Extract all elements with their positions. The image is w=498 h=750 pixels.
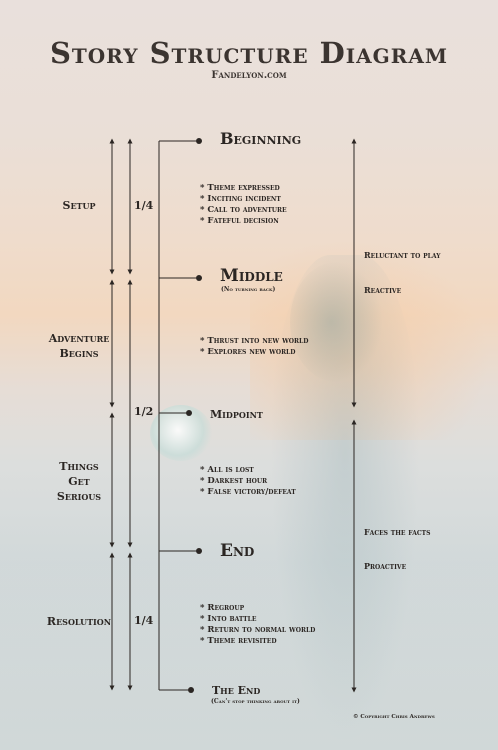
the-end-note: (Can't stop thinking about it) [211, 698, 300, 705]
beginning-list: Theme expressed Inciting incident Call t… [200, 183, 287, 227]
middle-dot [196, 275, 202, 281]
quarter-first: 1/4 [134, 199, 154, 212]
stage-the-end: The End [212, 684, 261, 697]
label-faces-the-facts: Faces the facts [364, 527, 431, 537]
beginning-dot [196, 138, 202, 144]
section-adventure-begins: Adventure Begins [48, 332, 110, 360]
glowing-orb [150, 405, 212, 461]
stage-middle: Middle [220, 266, 283, 286]
label-reluctant-to-play: Reluctant to play [364, 250, 441, 260]
list-item: Regroup [200, 603, 315, 614]
quarter-half: 1/2 [134, 405, 154, 418]
the-end-dot [188, 687, 194, 693]
page-subtitle: Fandelyon.com [211, 70, 287, 81]
quarter-last: 1/4 [134, 614, 154, 627]
section-setup: Setup [62, 199, 96, 212]
list-item: Inciting incident [200, 194, 287, 205]
list-item: Thrust into new world [200, 336, 308, 347]
list-item: Into battle [200, 614, 315, 625]
woman-head-background [290, 262, 382, 382]
list-item: All is lost [200, 465, 296, 476]
midpoint-list: All is lost Darkest hour False victory/d… [200, 465, 296, 498]
list-item: Fateful decision [200, 216, 287, 227]
midpoint-dot [186, 410, 192, 416]
list-item: Call to adventure [200, 205, 286, 216]
stage-end: End [220, 541, 255, 561]
label-reactive: Reactive [364, 285, 402, 295]
page-title: Story Structure Diagram [49, 36, 449, 70]
list-item: Theme expressed [200, 183, 287, 194]
middle-list: Thrust into new world Explores new world [200, 336, 308, 358]
section-resolution: Resolution [46, 615, 112, 628]
stage-beginning: Beginning [220, 129, 302, 148]
list-item: Theme revisited [200, 636, 315, 647]
label-proactive: Proactive [364, 561, 407, 571]
list-item: False victory/defeat [200, 487, 295, 498]
list-item: Return to normal world [200, 625, 315, 636]
section-things-get-serious: Things Get Serious [56, 460, 102, 503]
list-item: Explores new world [200, 347, 308, 358]
copyright-notice: © Copyright Chris Andrews [353, 714, 435, 720]
middle-note: (No turning back) [221, 286, 276, 293]
end-list: Regroup Into battle Return to normal wor… [200, 603, 315, 647]
end-dot [196, 548, 202, 554]
stage-midpoint: Midpoint [210, 408, 263, 421]
list-item: Darkest hour [200, 476, 296, 487]
